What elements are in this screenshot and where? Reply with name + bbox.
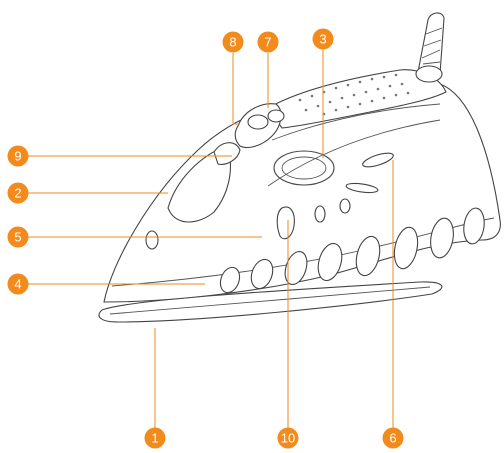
callout-2: 2 <box>8 183 29 204</box>
leader-8 <box>233 53 240 124</box>
iron-illustration <box>99 13 500 322</box>
callout-label: 6 <box>389 431 396 446</box>
callout-label: 3 <box>319 32 326 47</box>
callout-8: 8 <box>223 32 244 53</box>
callout-7: 7 <box>258 32 279 53</box>
steam-burst-button <box>268 110 284 122</box>
callout-label: 2 <box>14 186 21 201</box>
callout-label: 10 <box>281 431 295 446</box>
callout-6: 6 <box>383 428 404 449</box>
callout-label: 5 <box>14 230 21 245</box>
callout-label: 9 <box>14 149 21 164</box>
callout-label: 4 <box>14 277 21 292</box>
spray-button <box>248 115 268 129</box>
pilot-light <box>146 231 158 249</box>
callout-10: 10 <box>278 428 299 449</box>
callout-1: 1 <box>145 428 166 449</box>
callout-label: 7 <box>264 35 271 50</box>
callout-9: 9 <box>8 146 29 167</box>
water-level-window <box>277 207 294 239</box>
callout-3: 3 <box>313 29 334 50</box>
callout-5: 5 <box>8 227 29 248</box>
callout-label: 8 <box>229 35 236 50</box>
steam-dial <box>274 151 334 185</box>
callout-4: 4 <box>8 274 29 295</box>
cord-base <box>416 66 442 82</box>
callout-label: 1 <box>151 431 158 446</box>
